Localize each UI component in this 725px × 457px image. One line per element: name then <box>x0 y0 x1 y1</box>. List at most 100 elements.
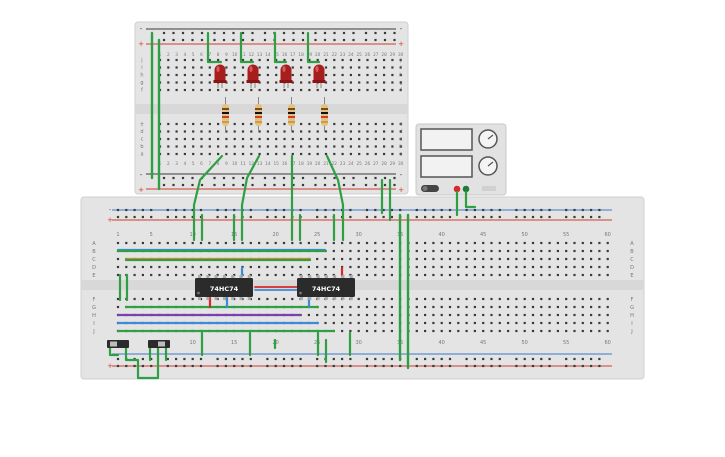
breadboard-hole[interactable] <box>333 88 336 92</box>
rail-hole[interactable] <box>374 38 377 42</box>
breadboard-hole[interactable] <box>531 273 535 277</box>
breadboard-hole[interactable] <box>324 58 328 62</box>
breadboard-hole[interactable] <box>258 145 261 148</box>
breadboard-hole[interactable] <box>606 257 609 261</box>
breadboard-hole[interactable] <box>332 265 335 269</box>
rail-hole[interactable] <box>191 208 194 212</box>
rail-hole[interactable] <box>150 364 153 368</box>
breadboard-hole[interactable] <box>366 130 369 133</box>
breadboard-hole[interactable] <box>457 329 460 333</box>
rail-hole[interactable] <box>573 364 576 368</box>
breadboard-hole[interactable] <box>391 130 394 133</box>
breadboard-hole[interactable] <box>324 265 327 269</box>
rail-hole[interactable] <box>222 31 226 35</box>
breadboard-hole[interactable] <box>382 273 385 277</box>
breadboard-hole[interactable] <box>217 152 220 156</box>
rail-hole[interactable] <box>581 215 584 219</box>
breadboard-hole[interactable] <box>241 130 245 133</box>
breadboard-hole[interactable] <box>183 145 186 148</box>
rail-hole[interactable] <box>274 357 277 361</box>
rail-hole[interactable] <box>266 364 269 368</box>
rail-hole[interactable] <box>150 208 153 212</box>
rail-hole[interactable] <box>232 183 235 187</box>
rail-hole[interactable] <box>565 208 568 212</box>
breadboard-hole[interactable] <box>333 122 336 126</box>
rail-hole[interactable] <box>191 38 194 42</box>
rail-hole[interactable] <box>241 357 244 361</box>
breadboard-hole[interactable] <box>515 329 518 333</box>
breadboard-hole[interactable] <box>341 241 344 245</box>
breadboard-hole[interactable] <box>357 273 360 277</box>
breadboard-hole[interactable] <box>291 241 294 245</box>
breadboard-hole[interactable] <box>133 273 136 277</box>
breadboard-hole[interactable] <box>391 122 394 126</box>
ic-chip-74hc74[interactable]: 74HC74 <box>195 275 253 300</box>
breadboard-hole[interactable] <box>341 313 344 317</box>
breadboard-hole[interactable] <box>573 241 576 245</box>
rail-hole[interactable] <box>199 208 203 212</box>
breadboard-hole[interactable] <box>573 321 576 325</box>
breadboard-hole[interactable] <box>291 81 294 84</box>
breadboard-hole[interactable] <box>391 88 394 92</box>
breadboard-hole[interactable] <box>565 241 568 245</box>
breadboard-hole[interactable] <box>473 265 476 269</box>
breadboard-hole[interactable] <box>333 58 336 62</box>
breadboard-hole[interactable] <box>175 273 178 277</box>
breadboard-hole[interactable] <box>448 265 452 269</box>
breadboard-hole[interactable] <box>308 145 311 148</box>
breadboard-hole[interactable] <box>374 297 377 301</box>
rail-hole[interactable] <box>274 364 277 368</box>
wire[interactable] <box>192 154 224 242</box>
breadboard-hole[interactable] <box>565 329 568 333</box>
breadboard-hole[interactable] <box>183 241 186 245</box>
breadboard-hole[interactable] <box>548 297 551 301</box>
breadboard-hole[interactable] <box>324 137 328 141</box>
breadboard-hole[interactable] <box>216 241 219 245</box>
breadboard-hole[interactable] <box>141 241 144 245</box>
breadboard-hole[interactable] <box>465 265 468 269</box>
breadboard-hole[interactable] <box>324 130 328 133</box>
breadboard-hole[interactable] <box>548 329 551 333</box>
breadboard-hole[interactable] <box>200 145 203 148</box>
rail-hole[interactable] <box>415 357 418 361</box>
breadboard-hole[interactable] <box>606 249 609 253</box>
rail-hole[interactable] <box>251 183 254 187</box>
breadboard-hole[interactable] <box>258 152 261 156</box>
breadboard-hole[interactable] <box>358 152 361 156</box>
breadboard-hole[interactable] <box>399 130 402 133</box>
breadboard-hole[interactable] <box>590 297 593 301</box>
rail-hole[interactable] <box>482 208 485 212</box>
breadboard-hole[interactable] <box>523 273 526 277</box>
breadboard-hole[interactable] <box>225 145 228 148</box>
breadboard-hole[interactable] <box>225 130 228 133</box>
main-breadboard[interactable]: 1155101015152020252530303535404045455050… <box>80 196 645 380</box>
breadboard-hole[interactable] <box>141 297 144 301</box>
breadboard-hole[interactable] <box>175 241 178 245</box>
rail-hole[interactable] <box>251 176 254 180</box>
rail-hole[interactable] <box>323 31 327 35</box>
breadboard-hole[interactable] <box>125 241 128 245</box>
breadboard-hole[interactable] <box>324 88 328 92</box>
rail-hole[interactable] <box>349 215 352 219</box>
rail-hole[interactable] <box>316 357 319 361</box>
breadboard-hole[interactable] <box>374 145 377 148</box>
breadboard-hole[interactable] <box>291 130 294 133</box>
rail-hole[interactable] <box>175 208 178 212</box>
rail-hole[interactable] <box>301 176 305 180</box>
rail-hole[interactable] <box>200 31 204 35</box>
breadboard-hole[interactable] <box>341 145 344 148</box>
rail-hole[interactable] <box>251 38 254 42</box>
breadboard-hole[interactable] <box>515 297 518 301</box>
breadboard-hole[interactable] <box>448 241 452 245</box>
resistor[interactable] <box>222 97 229 132</box>
breadboard-hole[interactable] <box>258 273 261 277</box>
breadboard-hole[interactable] <box>191 265 194 269</box>
breadboard-hole[interactable] <box>507 241 510 245</box>
breadboard-hole[interactable] <box>192 152 195 156</box>
breadboard-hole[interactable] <box>515 313 518 317</box>
rail-hole[interactable] <box>581 364 584 368</box>
breadboard-hole[interactable] <box>556 329 559 333</box>
rail-hole[interactable] <box>249 215 252 219</box>
breadboard-hole[interactable] <box>324 305 327 309</box>
rail-hole[interactable] <box>241 38 245 42</box>
